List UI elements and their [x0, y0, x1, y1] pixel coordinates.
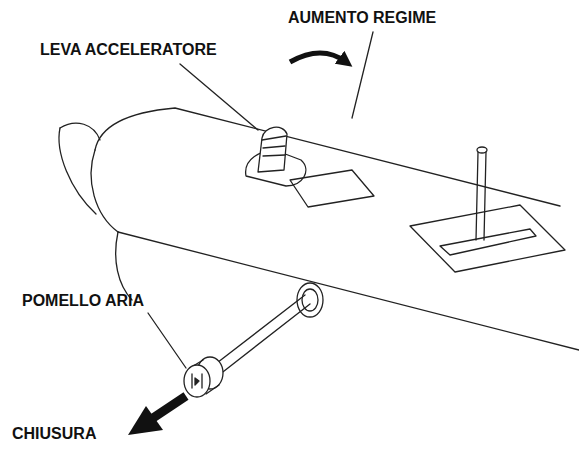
- leader-line: [148, 313, 186, 368]
- lever-plate: [290, 170, 374, 207]
- choke-rod: [213, 295, 310, 375]
- choke-symbol: [195, 378, 199, 385]
- housing-back-edge: [95, 108, 560, 206]
- gate-plate: [410, 205, 565, 272]
- housing-side: [91, 150, 118, 232]
- direction-arrow: [290, 53, 346, 62]
- direction-arrow: [150, 396, 186, 420]
- lever-grip: [262, 136, 286, 156]
- leader-line: [180, 64, 258, 130]
- stick-top: [477, 147, 487, 153]
- reference-line: [352, 32, 373, 118]
- part-label: AUMENTO REGIME: [288, 8, 436, 27]
- gear-stick: [476, 152, 486, 240]
- gate-slot: [440, 229, 536, 255]
- part-label: POMELLO ARIA: [22, 291, 144, 310]
- housing-shoulder: [60, 123, 100, 140]
- housing-shoulder: [59, 128, 96, 214]
- housing-front-face: [116, 232, 132, 300]
- choke-knob-face: [184, 365, 210, 397]
- part-label: CHIUSURA: [12, 424, 96, 443]
- choke-symbol: [192, 374, 202, 388]
- housing-front-edge: [118, 232, 579, 350]
- throttle-lever: [258, 127, 287, 172]
- part-label: LEVA ACCELERATORE: [40, 40, 217, 59]
- direction-arrow-head: [128, 406, 163, 435]
